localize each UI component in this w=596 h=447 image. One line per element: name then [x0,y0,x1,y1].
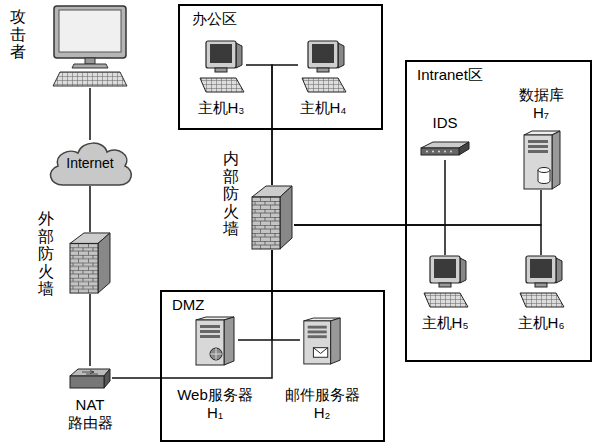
network-link [89,294,91,366]
nat-router: NAT 路由器 [68,366,112,390]
host-computer: 主机H₄ [298,40,348,95]
node-label: NAT 路由器 [65,396,115,432]
node-label: 主机H₆ [518,314,565,332]
host-computer: 主机H₅ [420,255,470,310]
network-link [238,250,272,340]
db-icon [520,130,562,190]
node-label: 外部防火墙 [38,210,54,298]
mail-server: 邮件服务器 H₂ [300,316,344,366]
node-label: Web服务器 H₁ [169,386,261,422]
server-icon [192,316,238,366]
host-computer: 主机H₃ [196,40,246,95]
dmz-zone: DMZ Web服务器 H₁ 邮件服务器 H₂ [160,290,385,442]
node-label: 邮件服务器 H₂ [280,386,364,422]
mail-icon [300,316,344,366]
pc-icon [196,40,246,95]
node-label: Internet [66,155,113,172]
node-label: Intranet区 [417,66,483,84]
network-link [294,190,541,225]
node-label: 主机H₄ [300,99,347,117]
pc-icon [516,255,566,310]
office-zone: 办公区主机H₃ 主机H₄ [178,4,383,130]
inner-firewall: 内部防火墙 [250,185,294,250]
node-label: 主机H₃ [198,99,245,117]
fw-icon [68,232,112,294]
fw-icon [250,185,294,250]
internet-cloud: Internet [45,140,135,186]
ids-icon [419,140,471,160]
ids-device: IDS [419,140,471,160]
node-label: 攻击者 [10,8,26,61]
network-link [89,88,91,140]
node-label: IDS [432,114,457,132]
pc-icon [420,255,470,310]
node-label: DMZ [172,296,205,314]
node-label: 数据库 H₇ [517,86,565,122]
monitor-icon [52,4,128,88]
network-link [294,160,445,225]
database-server: 数据库 H₇ [520,130,562,190]
network-link [294,225,541,255]
router-icon [68,366,112,390]
web-server: Web服务器 H₁ [192,316,238,366]
network-link [272,65,298,185]
intranet-zone: Intranet区 IDS 数据库 H₇ 主机H₅ 主机H₆ [405,60,592,362]
outer-firewall: 外部防火墙 [68,232,112,294]
network-link [112,250,272,378]
network-link [246,65,272,185]
node-label: 办公区 [192,10,237,28]
node-label: 主机H₅ [422,314,469,332]
pc-icon [298,40,348,95]
network-link [294,225,445,255]
node-label: 内部防火墙 [223,150,239,238]
attacker-computer: 攻击者 [52,4,128,88]
host-computer: 主机H₆ [516,255,566,310]
network-link [272,250,300,340]
network-link [89,186,91,232]
